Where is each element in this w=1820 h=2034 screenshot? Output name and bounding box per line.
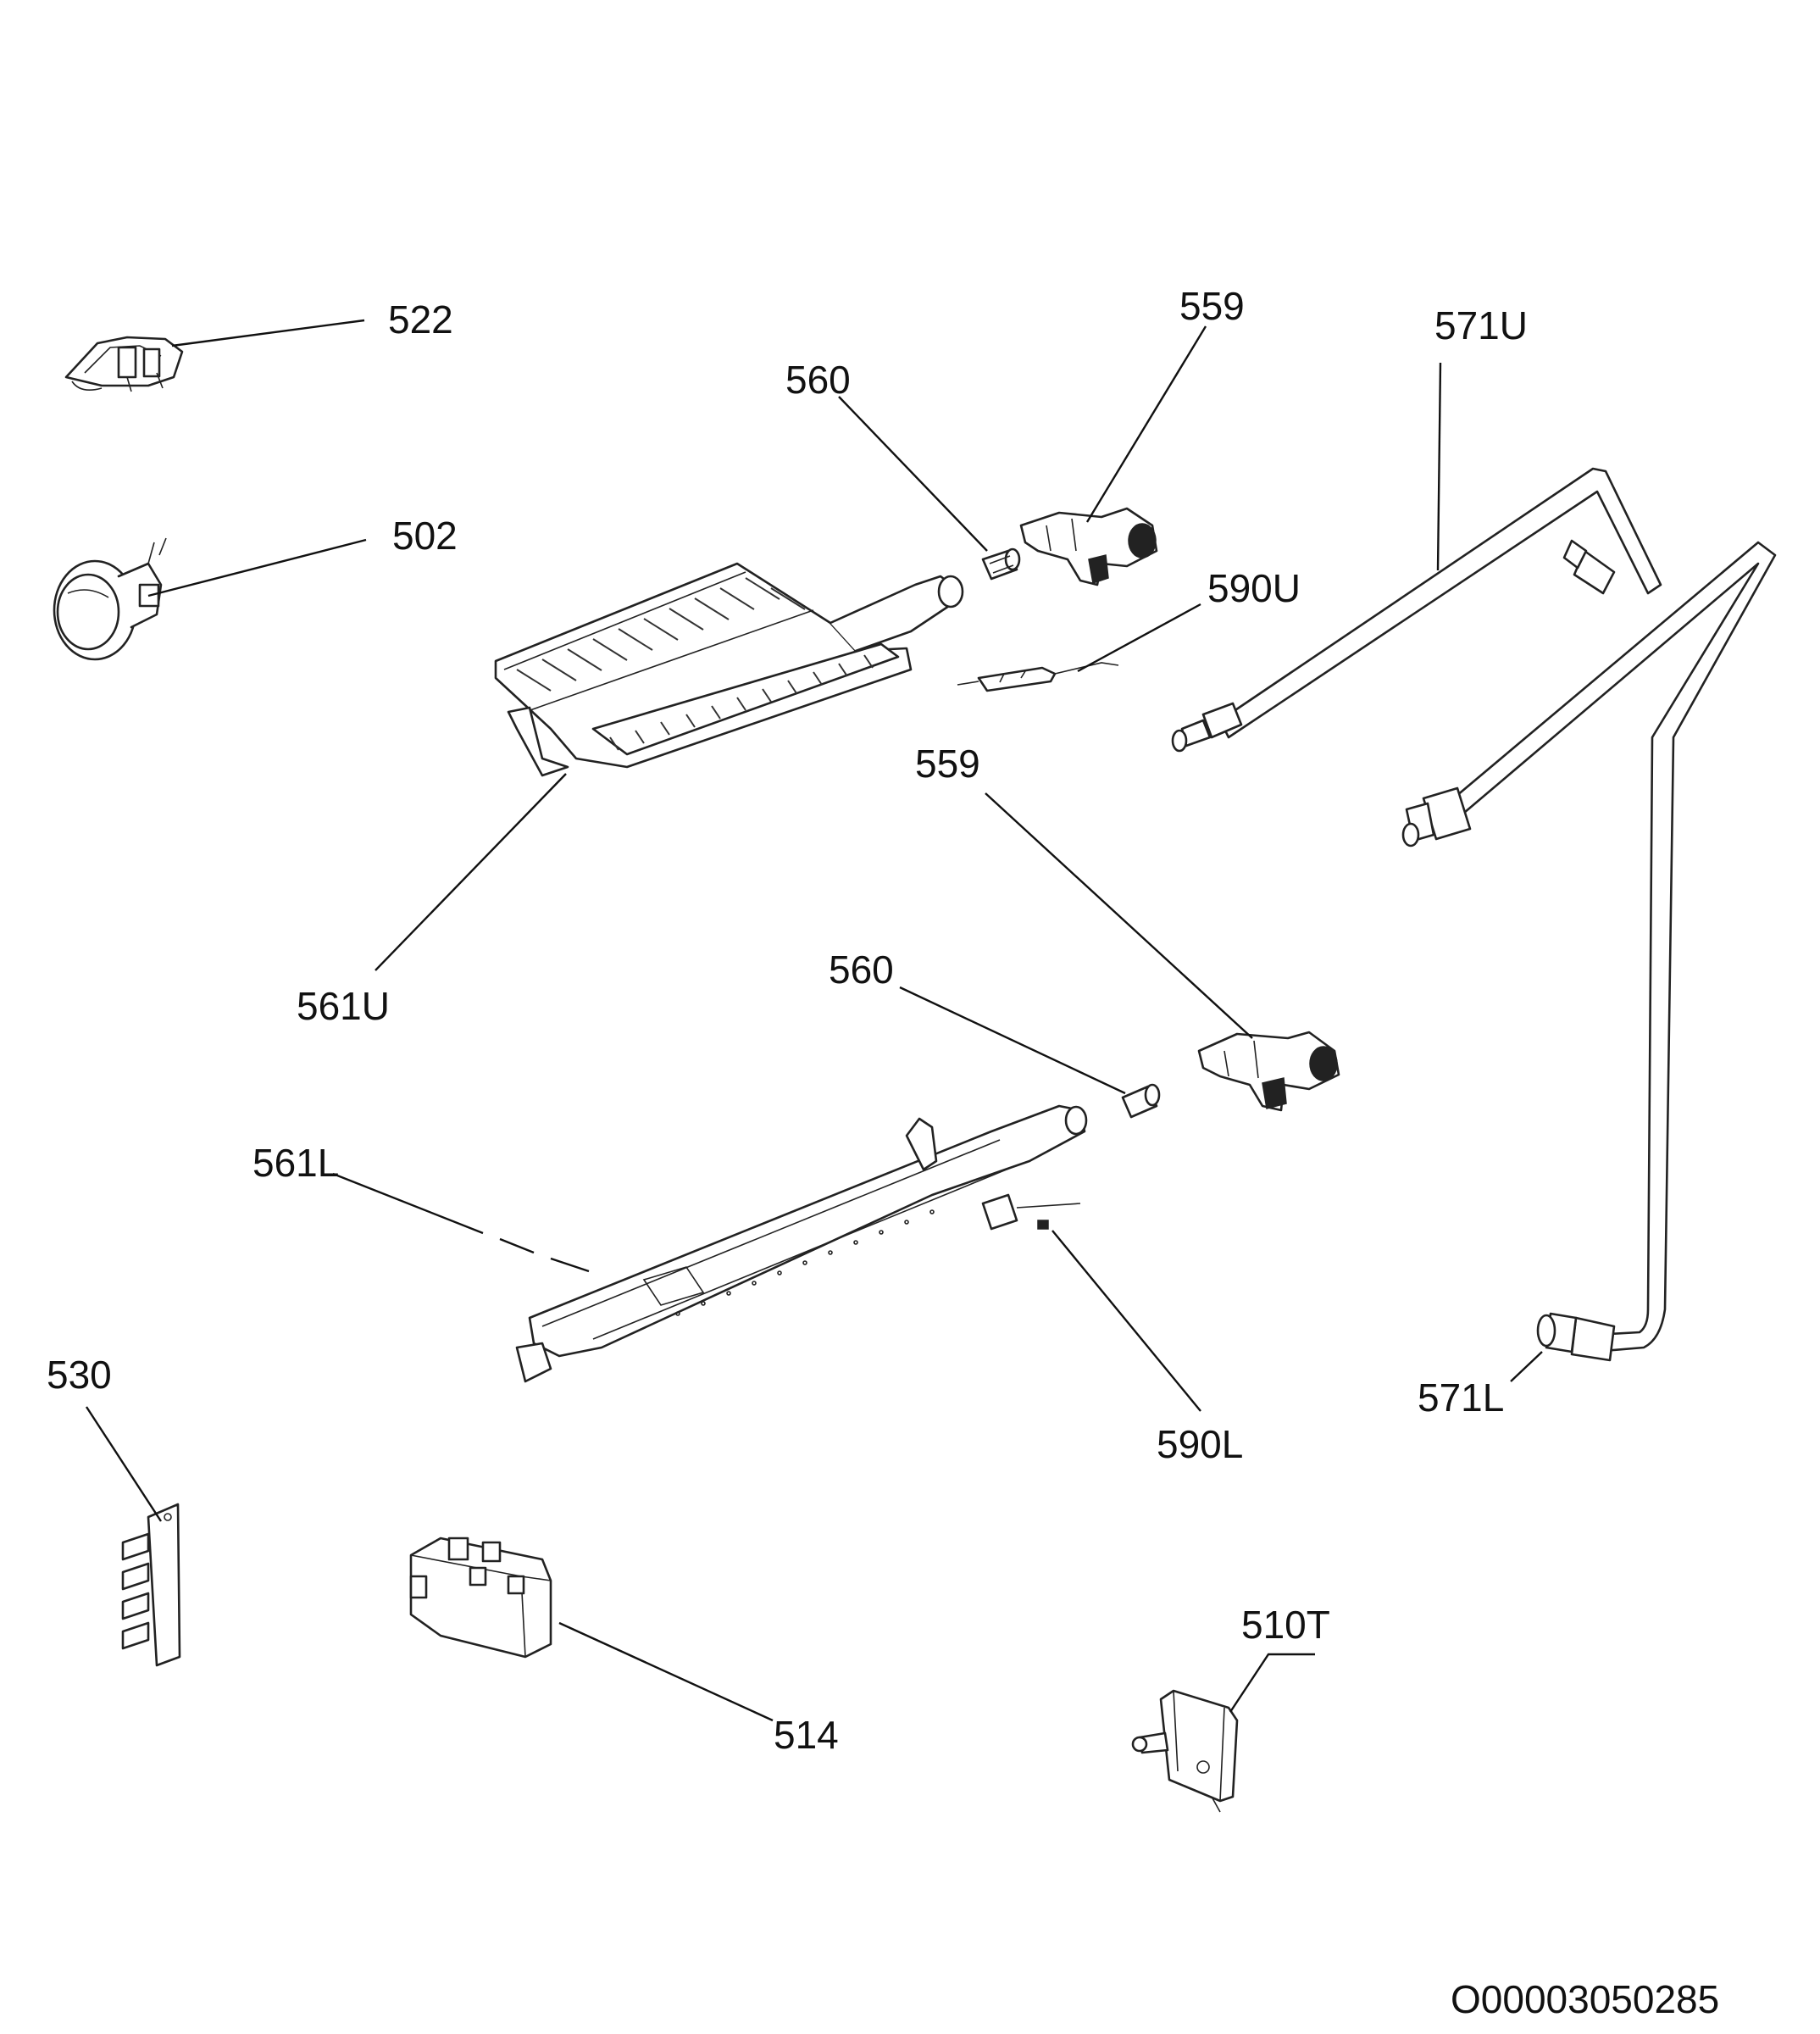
- label-502: 502: [392, 514, 458, 558]
- part-530-terminal-block: [121, 1503, 181, 1667]
- label-530: 530: [47, 1353, 112, 1397]
- part-590U-thermocouple: [957, 662, 1119, 692]
- leader-571L: [1510, 1351, 1543, 1382]
- leader-560-lower: [899, 986, 1126, 1095]
- part-559-upper-gas-valve: [1019, 507, 1158, 586]
- part-560-lower-injector: [1121, 1083, 1161, 1119]
- label-571U: 571U: [1434, 303, 1528, 347]
- leader-514: [558, 1621, 774, 1722]
- part-522-terminal-connector: [64, 336, 184, 392]
- leader-510T: [1229, 1653, 1315, 1713]
- part-514-ignition-box: [409, 1537, 552, 1659]
- part-560-upper-injector: [981, 547, 1021, 581]
- label-590U: 590U: [1207, 566, 1301, 610]
- label-561L: 561L: [252, 1141, 339, 1185]
- label-560-upper: 560: [785, 358, 851, 402]
- label-571L: 571L: [1418, 1375, 1504, 1420]
- leader-561L: [332, 1172, 590, 1273]
- part-571L-gas-pipe: [1401, 541, 1777, 1362]
- label-510T: 510T: [1241, 1603, 1330, 1647]
- leader-502: [147, 538, 367, 597]
- part-labels: 522 502 560 559 571U 590U 559 561U 560 5…: [47, 284, 1528, 1757]
- leader-lines: [85, 319, 1543, 1722]
- leader-590L: [1051, 1230, 1201, 1412]
- leader-590U: [1077, 603, 1201, 673]
- label-561U: 561U: [297, 984, 390, 1028]
- part-502-control-knob: [53, 537, 167, 661]
- part-559-lower-gas-valve: [1197, 1031, 1340, 1112]
- leader-530: [85, 1406, 163, 1522]
- leader-559-upper: [1085, 325, 1207, 523]
- part-561L-oven-burner: [515, 1104, 1088, 1383]
- label-559-upper: 559: [1179, 284, 1245, 328]
- part-561U-grill-burner: [494, 562, 964, 777]
- label-514: 514: [774, 1713, 839, 1757]
- part-590L-thermocouple: [1037, 1220, 1049, 1230]
- leader-561U: [375, 773, 567, 971]
- label-559-lower: 559: [915, 742, 980, 786]
- label-560-lower: 560: [829, 948, 894, 992]
- leader-559-lower: [985, 792, 1253, 1039]
- label-522: 522: [388, 297, 453, 342]
- part-571U-gas-pipe: [1171, 467, 1662, 753]
- part-510T-thermostat-switch: [1131, 1689, 1239, 1813]
- leader-560-upper: [838, 396, 988, 552]
- document-code: O00003050285: [1451, 1977, 1719, 2021]
- label-590L: 590L: [1157, 1422, 1243, 1466]
- leader-522: [171, 319, 365, 347]
- leader-571U: [1436, 362, 1442, 571]
